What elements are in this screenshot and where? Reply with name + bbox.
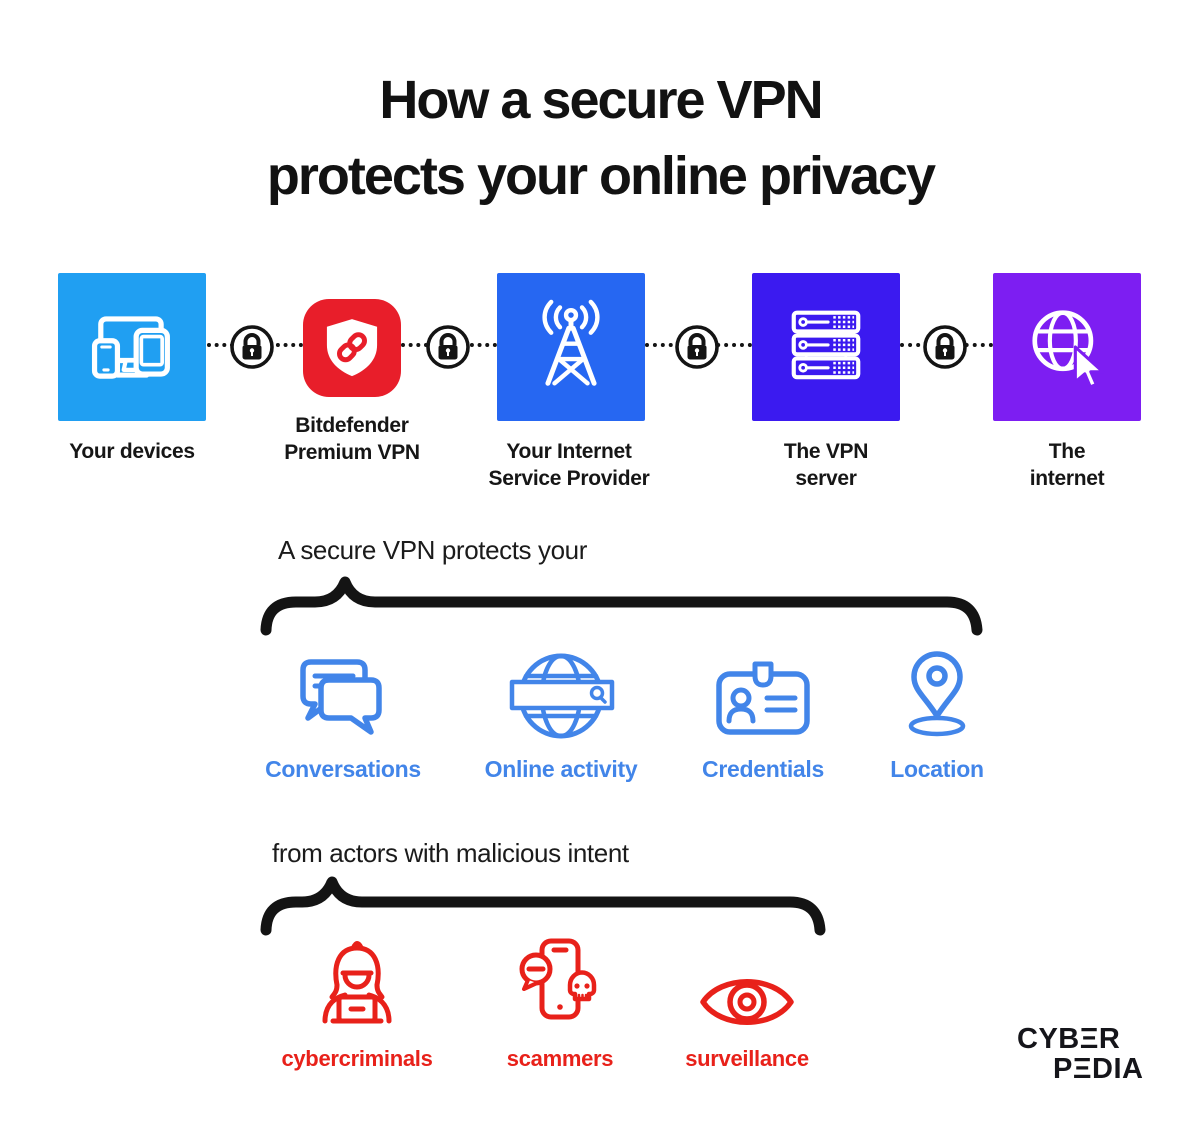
map-pin-icon [908, 651, 966, 737]
padlock-icon [426, 325, 470, 369]
devices-icon [91, 316, 170, 379]
scammers-label: scammers [506, 1046, 614, 1071]
lock-badge-3 [674, 324, 720, 370]
chain-label-the-internet: The internet [1029, 440, 1105, 490]
scam-phone-icon [519, 938, 597, 1020]
chain-node-the-internet [993, 273, 1141, 421]
radio-tower-icon [542, 299, 600, 386]
surveillance-label: surveillance [685, 1046, 809, 1071]
page-title-line1: How a secure VPN [379, 70, 823, 130]
chain-label-your-devices: Your devices [69, 440, 195, 463]
server-stack-icon [791, 310, 861, 380]
globe-search-icon [509, 653, 615, 739]
eye-icon [700, 979, 794, 1025]
lock-badge-1 [229, 324, 275, 370]
padlock-icon [230, 325, 274, 369]
globe-cursor-icon [1032, 310, 1105, 389]
credentials-label: Credentials [702, 756, 824, 782]
online-activity-label: Online activity [484, 756, 638, 782]
cyberpedia-logo: CYBΞR PΞDIA [1017, 1024, 1143, 1084]
shield-link-icon [326, 319, 378, 377]
chain-label-your-internet-service-provider: Your Internet Service Provider [488, 440, 650, 490]
location-label: Location [890, 756, 984, 782]
id-card-icon [716, 661, 810, 735]
brace-threats [260, 876, 826, 936]
lock-badge-4 [922, 324, 968, 370]
brace-protects [260, 576, 983, 636]
threats-heading: from actors with malicious intent [272, 838, 629, 868]
padlock-icon [923, 325, 967, 369]
chain-node-your-devices [58, 273, 206, 421]
cybercriminals-label: cybercriminals [281, 1046, 433, 1071]
chain-node-your-internet-service-provider [497, 273, 645, 421]
chain-node-the-vpn-server [752, 273, 900, 421]
lock-badge-2 [425, 324, 471, 370]
chat-bubbles-icon [300, 659, 382, 735]
protects-heading: A secure VPN protects your [278, 535, 587, 565]
cyberpedia-logo-line2: PΞDIA [1053, 1053, 1144, 1085]
chain-node-bitdefender-premium-vpn [303, 299, 401, 397]
chain-label-bitdefender-premium-vpn: Bitdefender Premium VPN [284, 414, 420, 464]
page-title-line2: protects your online privacy [266, 146, 936, 206]
conversations-label: Conversations [265, 756, 421, 782]
padlock-icon [675, 325, 719, 369]
hacker-icon [322, 941, 392, 1024]
chain-label-the-vpn-server: The VPN server [783, 440, 869, 490]
page-title: How a secure VPN protects your online pr… [0, 62, 1201, 214]
cyberpedia-logo-line1: CYBΞR [1017, 1023, 1121, 1055]
